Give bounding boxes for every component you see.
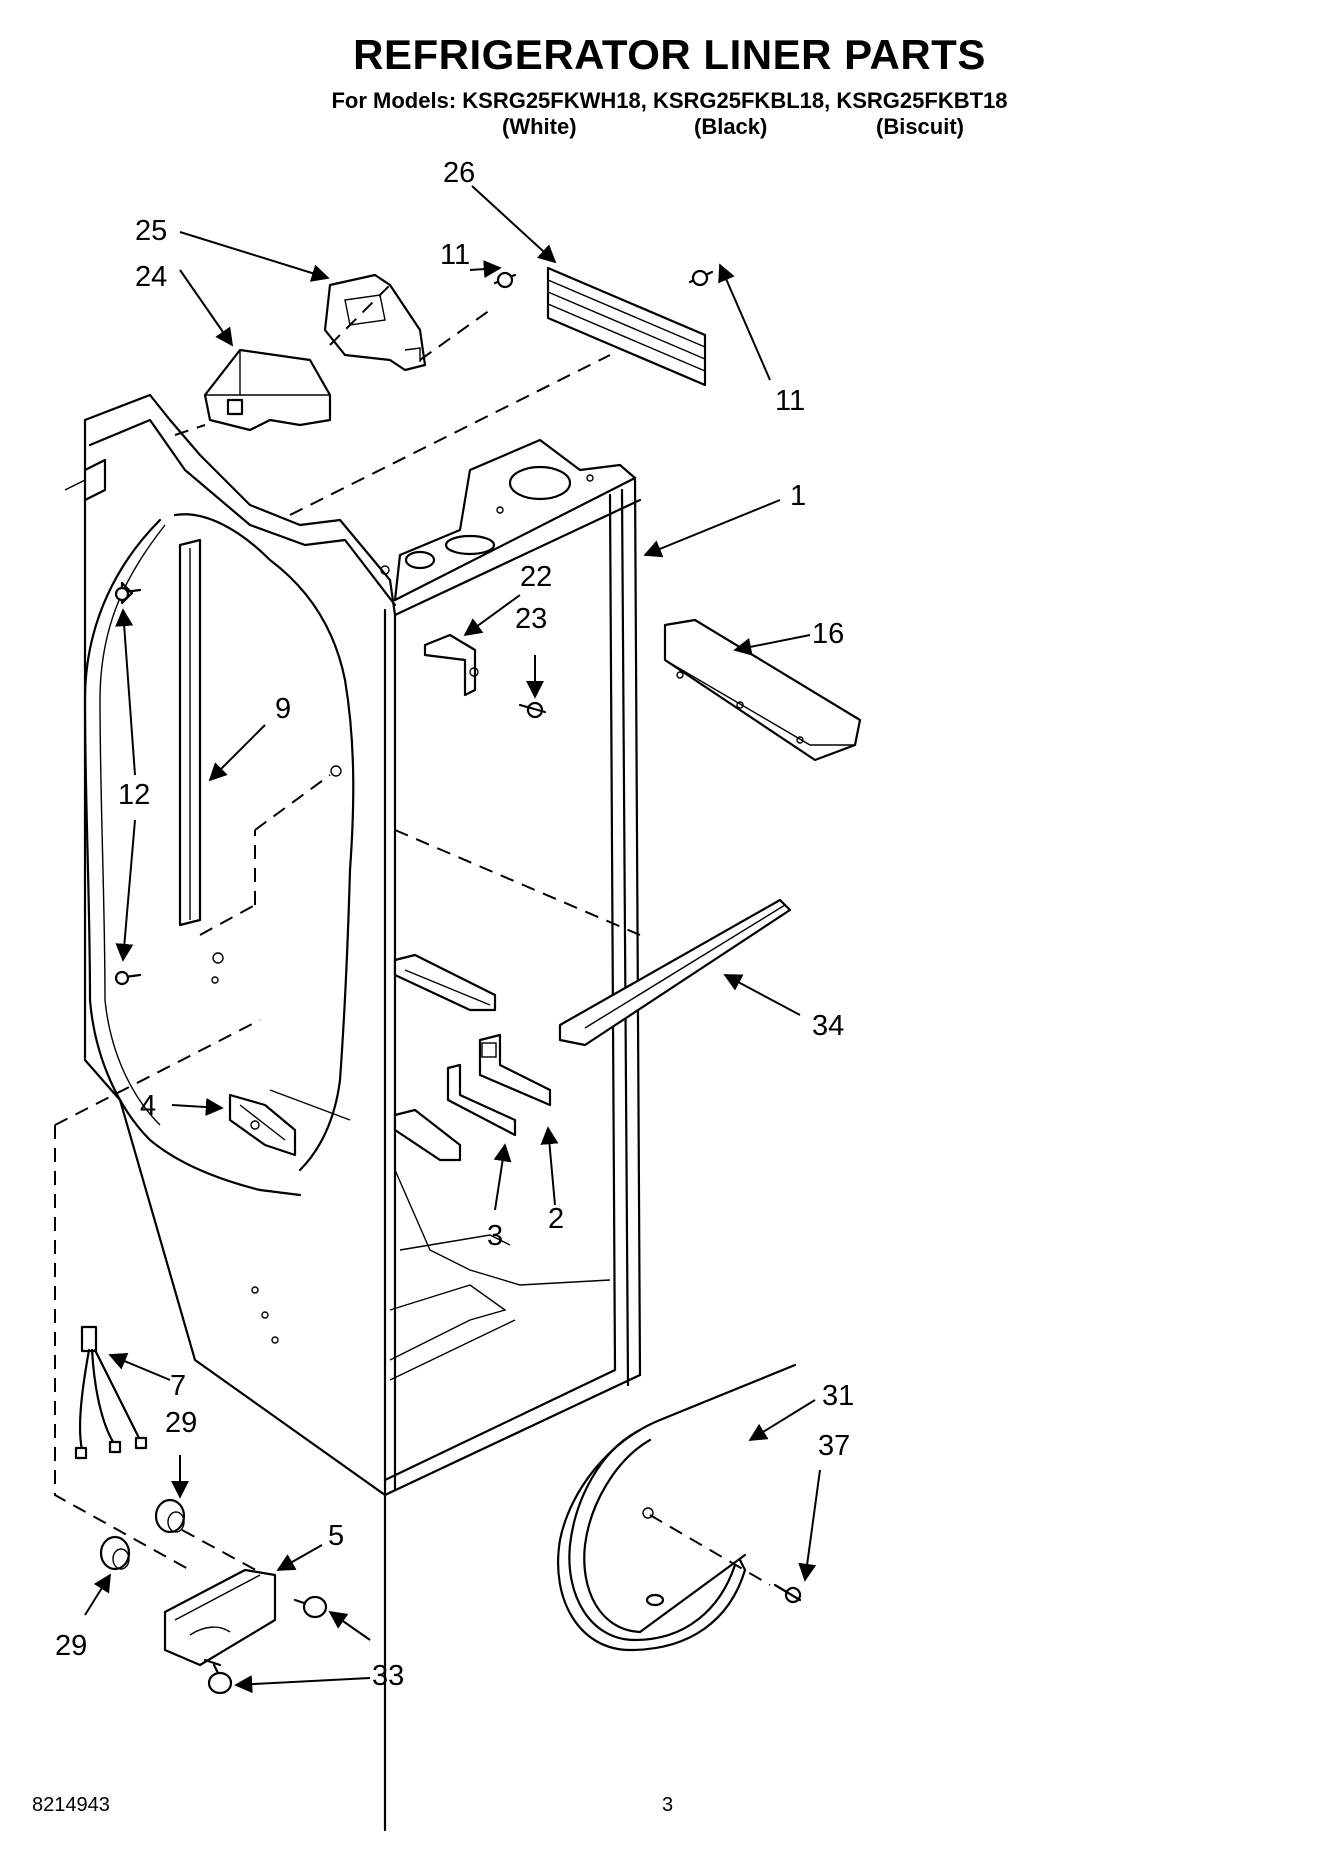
callout-7: 7 [170,1370,186,1402]
screw-part-37 [773,1583,802,1604]
callout-3: 3 [487,1220,503,1252]
inner-rail-lower [393,1108,462,1162]
page-title: REFRIGERATOR LINER PARTS [353,31,986,78]
guide-29 [181,1529,266,1576]
callout-1: 1 [790,480,806,512]
callout-29-lower: 29 [55,1630,87,1662]
color-black: (Black) [694,114,768,139]
callout-33: 33 [372,1660,404,1692]
callout-11-top: 11 [440,239,470,271]
bulb-part-33-upper [293,1595,328,1619]
models-line: For Models: KSRG25FKWH18, KSRG25FKBL18, … [331,88,1008,113]
bracket-part-22 [423,633,479,697]
callout-9: 9 [275,693,291,725]
callout-31: 31 [822,1380,854,1412]
bar-part-34 [558,898,792,1047]
callout-29-upper: 29 [165,1407,197,1439]
coiled-tube-part-31 [557,1363,797,1652]
control-housing-part-24 [203,348,332,432]
callout-4: 4 [140,1090,156,1122]
guide-25 [329,279,396,346]
guide-34 [394,829,641,936]
guide-11 [419,309,491,361]
screw-12-bottom [114,970,142,986]
edge-4 [269,1089,351,1121]
cover-part-25 [323,273,427,372]
strip-part-26 [546,266,707,387]
callout-16: 16 [812,618,844,650]
document-number: 8214943 [32,1794,110,1816]
callout-11-right: 11 [775,385,805,417]
callout-25: 25 [135,215,167,247]
screw-12-top [114,581,142,605]
page-number: 3 [662,1794,674,1816]
callout-34: 34 [812,1010,844,1042]
inner-rail-upper [393,953,497,1012]
shelf-rail-part [178,538,342,964]
callout-22: 22 [520,561,552,593]
color-white: (White) [502,114,577,139]
callout-24: 24 [135,261,167,293]
callout-26: 26 [443,157,475,189]
guide-26 [289,354,611,516]
callout-5: 5 [328,1520,344,1552]
guide-24 [174,424,206,436]
screw-part-23 [518,701,547,719]
wire-harness-part-7 [74,1325,148,1460]
plug-part-29-lower [99,1535,131,1571]
plug-part-29-upper [154,1498,186,1534]
bracket-part-2 [478,1033,552,1107]
screw-11-left [493,271,517,289]
liner-part [64,393,642,1832]
color-biscuit: (Biscuit) [876,114,964,139]
bracket-part-4 [228,1093,297,1157]
screw-11-right [688,269,714,287]
bracket-part-3 [446,1063,517,1137]
lamp-housing-part-5 [163,1568,277,1667]
callout-2: 2 [548,1203,564,1235]
guide-7 [54,1125,191,1571]
leader-lines [84,185,821,1694]
duct-part-16 [663,618,862,762]
bulb-part-33-lower [203,1658,233,1695]
guide-4 [54,1019,261,1126]
callout-12: 12 [118,779,150,811]
guide-31 [649,1514,771,1586]
callout-37: 37 [818,1430,850,1462]
callout-23: 23 [515,603,547,635]
